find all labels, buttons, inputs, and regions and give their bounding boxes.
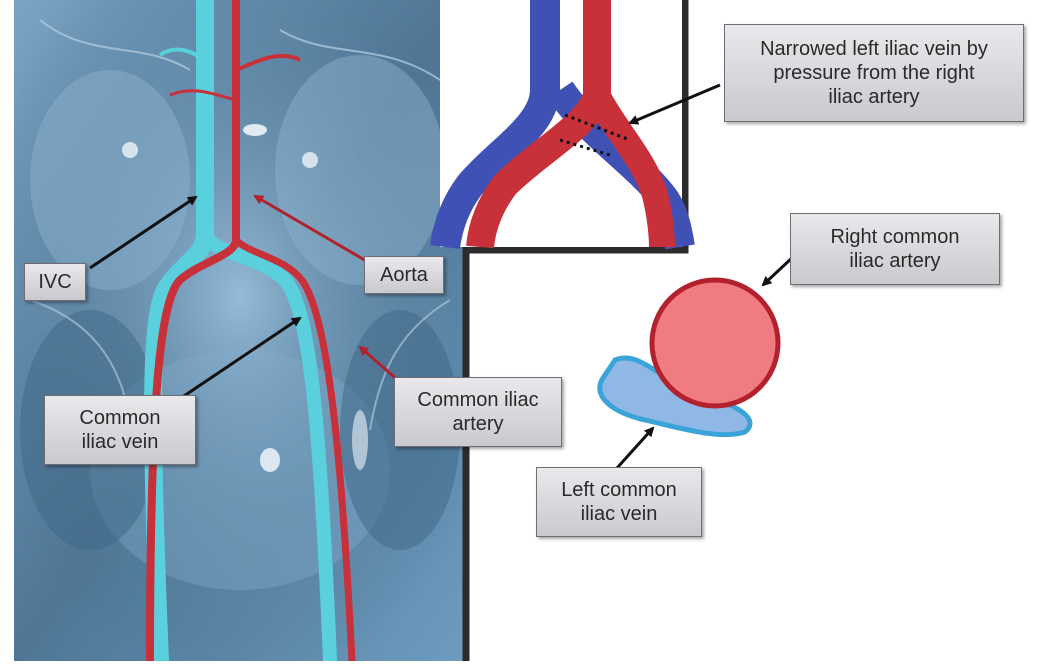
label-common-iliac-artery-line2: artery bbox=[452, 412, 503, 436]
label-narrowed-left-iliac-vein: Narrowed left iliac vein by pressure fro… bbox=[724, 24, 1024, 122]
label-common-iliac-vein-line2: iliac vein bbox=[82, 430, 159, 454]
label-right-common-iliac-artery: Right common iliac artery bbox=[790, 213, 1000, 285]
label-common-iliac-vein-line1: Common bbox=[79, 406, 160, 430]
right-common-iliac-artery-shape bbox=[652, 280, 778, 406]
label-narrowed-vein-line2: pressure from the right bbox=[773, 61, 974, 85]
bifurcation-inset bbox=[440, 0, 682, 247]
label-left-common-iliac-vein-line2: iliac vein bbox=[581, 502, 658, 526]
cross-section-diagram bbox=[600, 280, 778, 435]
label-common-iliac-vein: Common iliac vein bbox=[44, 395, 196, 465]
label-aorta-text: Aorta bbox=[380, 263, 428, 287]
label-right-common-iliac-artery-line2: iliac artery bbox=[849, 249, 940, 273]
label-ivc: IVC bbox=[24, 263, 86, 301]
right-common-iliac-artery-arrow bbox=[763, 257, 793, 285]
label-narrowed-vein-line3: iliac artery bbox=[828, 85, 919, 109]
label-aorta: Aorta bbox=[364, 256, 444, 294]
label-narrowed-vein-line1: Narrowed left iliac vein by bbox=[760, 37, 988, 61]
label-ivc-text: IVC bbox=[38, 270, 71, 294]
label-common-iliac-artery-line1: Common iliac bbox=[417, 388, 538, 412]
label-left-common-iliac-vein-line1: Left common bbox=[561, 478, 677, 502]
label-right-common-iliac-artery-line1: Right common bbox=[831, 225, 960, 249]
label-common-iliac-artery: Common iliac artery bbox=[394, 377, 562, 447]
left-common-iliac-vein-arrow bbox=[617, 428, 653, 468]
anatomy-illustration bbox=[14, 0, 466, 661]
label-left-common-iliac-vein: Left common iliac vein bbox=[536, 467, 702, 537]
